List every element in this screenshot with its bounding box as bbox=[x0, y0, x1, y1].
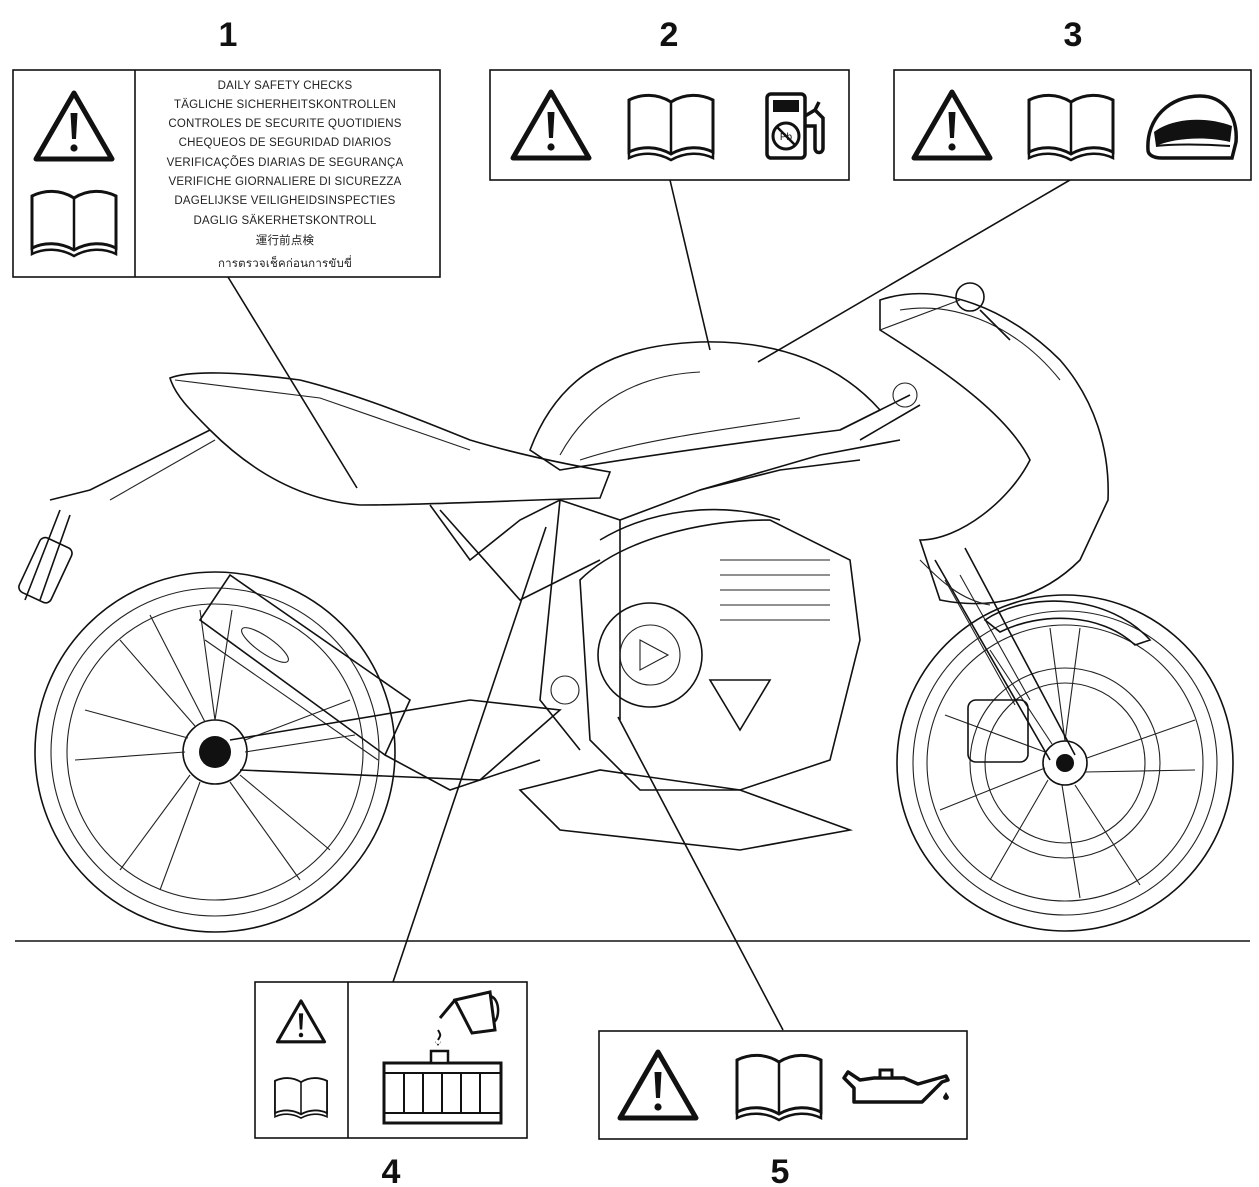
label-1-line: CHEQUEOS DE SEGURIDAD DIARIOS bbox=[179, 137, 392, 149]
label-1-daily-safety-checks: DAILY SAFETY CHECKS TÄGLICHE SICHERHEITS… bbox=[12, 69, 441, 278]
label-1-line: VERIFICHE GIORNALIERE DI SICUREZZA bbox=[169, 176, 402, 188]
label-1-line: 運行前点検 bbox=[256, 233, 315, 247]
label-5-engine-oil bbox=[598, 1030, 968, 1140]
svg-text:Pb: Pb bbox=[780, 132, 793, 143]
oil-can-icon bbox=[842, 1068, 950, 1104]
callout-number-2: 2 bbox=[660, 16, 679, 54]
label-1-line: DAGELIJKSE VEILIGHEIDSINSPECTIES bbox=[174, 195, 395, 207]
label-1-line: TÄGLICHE SICHERHEITSKONTROLLEN bbox=[174, 99, 396, 111]
callout-number-4: 4 bbox=[382, 1153, 401, 1187]
unleaded-fuel-pump-icon: Pb bbox=[765, 92, 825, 160]
helmet-icon bbox=[1146, 94, 1238, 160]
label-1-line: CONTROLES DE SECURITE QUOTIDIENS bbox=[168, 118, 401, 130]
coolant-radiator-icon bbox=[382, 990, 503, 1125]
exhaust bbox=[198, 573, 541, 791]
label-2-fuel: Pb bbox=[489, 69, 850, 181]
leader-lines bbox=[227, 179, 1071, 1031]
frame bbox=[429, 439, 901, 751]
rear-wheel bbox=[34, 571, 396, 933]
label-1-line: DAILY SAFETY CHECKS bbox=[218, 80, 353, 92]
fairing bbox=[879, 282, 1109, 606]
label-1-text: DAILY SAFETY CHECKS TÄGLICHE SICHERHEITS… bbox=[167, 80, 404, 270]
seat-and-tail bbox=[18, 372, 612, 604]
callout-number-5: 5 bbox=[771, 1153, 790, 1187]
label-1-line: VERIFICAÇÕES DIARIAS DE SEGURANÇA bbox=[167, 156, 404, 169]
label-3-helmet bbox=[893, 69, 1252, 181]
label-4-coolant bbox=[254, 981, 528, 1139]
front-wheel bbox=[896, 594, 1234, 932]
label-1-line: การตรวจเช็คก่อนการขับขี่ bbox=[218, 255, 352, 270]
callout-number-1: 1 bbox=[219, 16, 238, 54]
label-1-line: DAGLIG SÄKERHETSKONTROLL bbox=[193, 215, 376, 227]
engine bbox=[550, 519, 861, 791]
callout-number-3: 3 bbox=[1064, 16, 1083, 54]
fuel-tank bbox=[529, 341, 882, 471]
motorcycle-drawing bbox=[18, 282, 1234, 933]
